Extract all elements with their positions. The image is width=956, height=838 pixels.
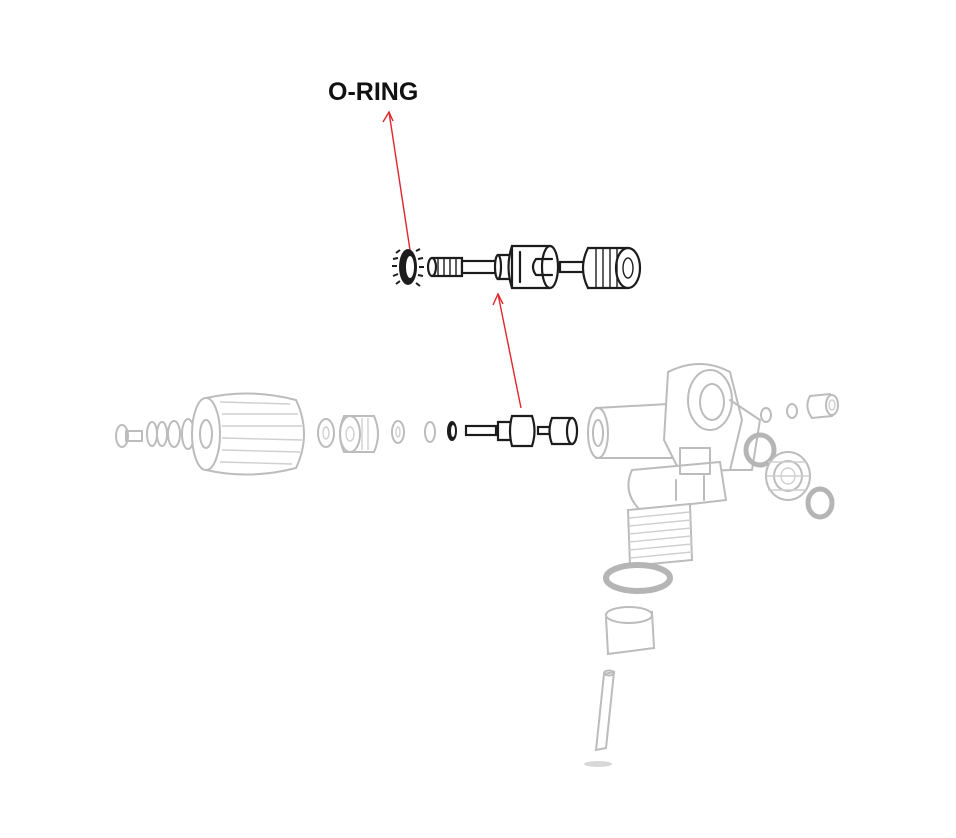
stem-washer-2: [391, 420, 405, 444]
o-ring-label: O-RING: [328, 78, 418, 106]
o-ring-part: [392, 248, 424, 287]
faded-valve-assembly: [115, 363, 839, 767]
handwheel-screw: [115, 424, 143, 448]
burst-disc: [786, 403, 798, 419]
callout-arrow-to-enlargement: [492, 292, 522, 409]
burst-disc-plug: [806, 392, 839, 420]
outlet-o-ring-1: [743, 432, 777, 468]
dip-tube-sleeve: [604, 606, 656, 656]
threaded-neck: [626, 502, 694, 568]
burst-disc-washer: [760, 407, 772, 423]
handwheel: [191, 392, 305, 476]
spring-washers: [146, 418, 195, 450]
spindle-bonnet: [558, 246, 642, 290]
neck-o-ring: [603, 562, 673, 594]
stem-washer-3: [424, 421, 436, 443]
dip-tube: [584, 669, 616, 767]
spindle-cup: [507, 244, 560, 290]
spindle-shaft: [426, 253, 514, 281]
outlet-plug: [765, 451, 811, 501]
spindle-in-assembly: [447, 414, 579, 448]
stem-washer-1: [317, 418, 335, 448]
enlarged-spindle-assembly: [392, 244, 642, 290]
packing-nut: [339, 415, 379, 453]
outlet-o-ring-2: [805, 486, 835, 520]
callout-arrow-to-label: [382, 110, 411, 251]
valve-body: [587, 363, 761, 512]
